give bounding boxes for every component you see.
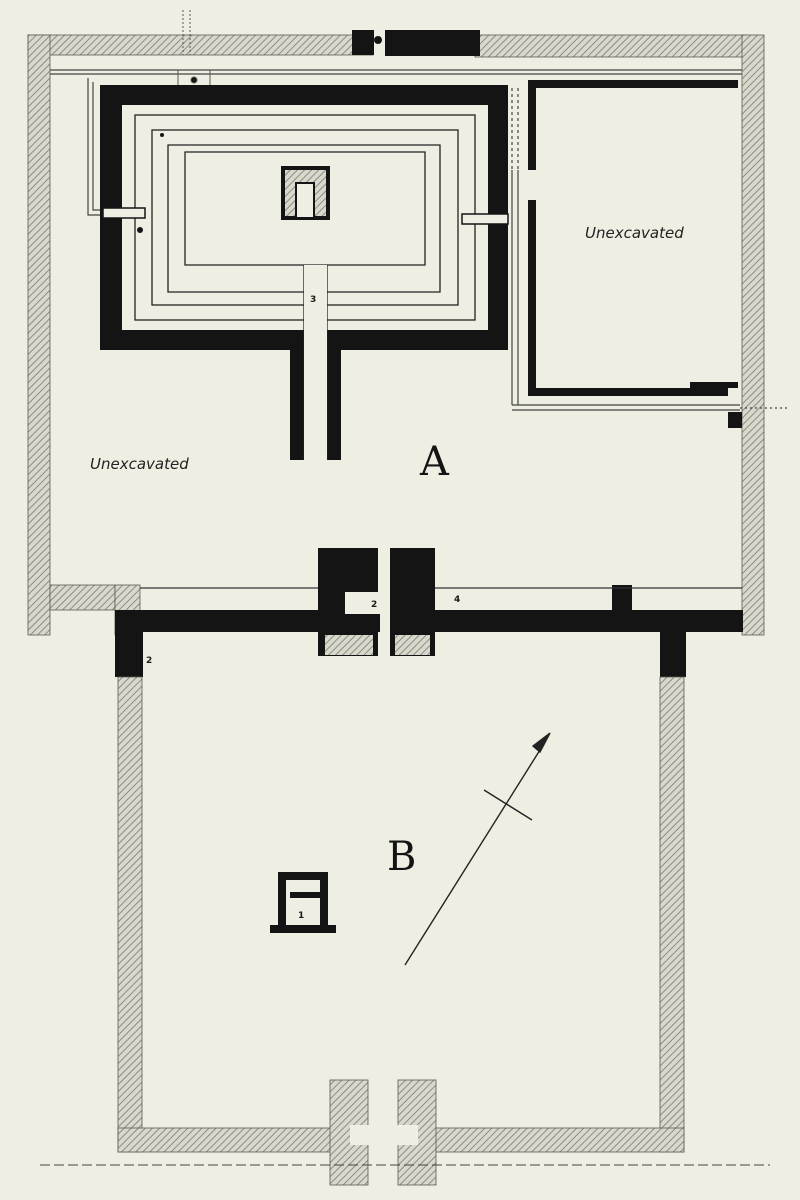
pylon-gate: [318, 548, 435, 656]
temple-axial-passage: [304, 265, 327, 460]
temple-marker-dot: [137, 227, 143, 233]
court-a-inner-outline: [50, 69, 742, 216]
unexcavated-label-court: Unexcavated: [90, 455, 189, 473]
passage-number-label: 3: [310, 295, 316, 305]
south-gate: [329, 1079, 437, 1186]
enclosure-a-outer-wall: [27, 34, 765, 636]
section-label-a: A: [419, 439, 450, 485]
gate-number-label: 2: [371, 600, 377, 610]
shrine-number-label: 1: [298, 911, 304, 921]
enclosure-b-walls: [117, 676, 685, 1153]
wall-number-label: 2: [146, 656, 152, 666]
sanctuary: [281, 166, 330, 220]
north-arrow: [404, 732, 551, 966]
room-number-label: 4: [454, 595, 460, 605]
temple-side-doors: [102, 207, 509, 225]
temple-marker-dot: [160, 133, 164, 137]
section-label-b: B: [387, 834, 416, 880]
small-shrine: [270, 872, 336, 933]
unexcavated-label-room: Unexcavated: [585, 224, 684, 242]
east-side-walls: [511, 88, 790, 411]
unexcavated-room: [528, 80, 742, 428]
enclosure-a-black-north-wall: [352, 30, 480, 56]
